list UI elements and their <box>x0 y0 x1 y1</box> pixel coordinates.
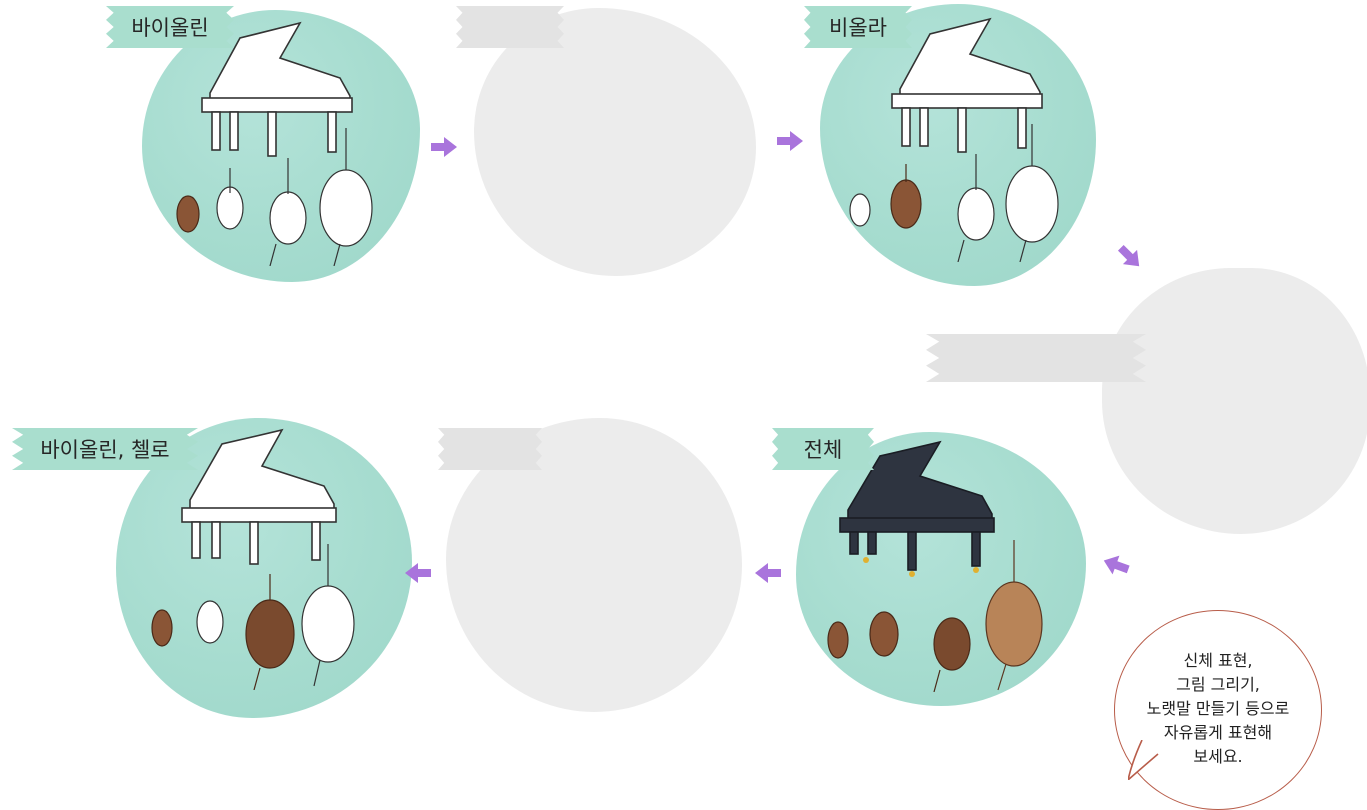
arrow-right-icon <box>430 136 458 158</box>
instruments-icon <box>808 440 1074 692</box>
arrow-down-right-icon <box>1112 239 1147 274</box>
arrow-left-icon <box>754 562 782 584</box>
bubble-line: 자유롭게 표현해 <box>1164 721 1272 745</box>
bubble-line: 그림 그리기, <box>1176 673 1260 697</box>
grand-piano-icon <box>892 19 1042 152</box>
label-blank-3 <box>438 428 542 470</box>
label-blank-2 <box>926 334 1146 382</box>
arrow-left-icon <box>404 562 432 584</box>
label-viola: 비올라 <box>804 6 912 48</box>
panel-empty-2 <box>1102 268 1367 534</box>
arrow-right-icon <box>776 130 804 152</box>
viola-icon <box>270 158 306 266</box>
label-blank-1 <box>456 6 564 48</box>
cello-icon <box>1006 124 1058 262</box>
instruments-icon <box>830 14 1092 262</box>
bubble-line: 노랫말 만들기 등으로 <box>1147 697 1290 721</box>
label-violin: 바이올린 <box>106 6 234 48</box>
violin-icon <box>828 622 848 658</box>
bubble-line: 보세요. <box>1193 745 1242 769</box>
cello-icon <box>302 544 354 686</box>
viola-icon <box>934 618 970 692</box>
violin-icon <box>217 168 243 229</box>
instrument-scene-3 <box>830 14 1092 262</box>
viola-icon <box>958 154 994 262</box>
violin-icon <box>197 601 223 643</box>
cello-icon <box>246 574 294 690</box>
instrument-scene-5 <box>808 440 1074 692</box>
speech-bubble: 신체 표현, 그림 그리기, 노랫말 만들기 등으로 자유롭게 표현해 보세요. <box>1114 610 1322 810</box>
violin-icon <box>177 196 199 232</box>
arrow-left-icon <box>1099 550 1133 580</box>
instruments-icon <box>150 18 412 266</box>
cello-icon <box>986 540 1042 690</box>
viola-icon <box>870 612 898 656</box>
panel-empty-1 <box>474 8 756 276</box>
label-all: 전체 <box>772 428 874 470</box>
speech-bubble-tail <box>1128 740 1162 780</box>
label-violin-cello: 바이올린, 첼로 <box>12 428 198 470</box>
instrument-scene-1 <box>150 18 412 266</box>
viola-icon <box>891 164 921 228</box>
violin-icon <box>850 194 870 226</box>
grand-piano-icon <box>182 430 336 564</box>
violin-icon <box>152 610 172 646</box>
bubble-line: 신체 표현, <box>1183 649 1252 673</box>
